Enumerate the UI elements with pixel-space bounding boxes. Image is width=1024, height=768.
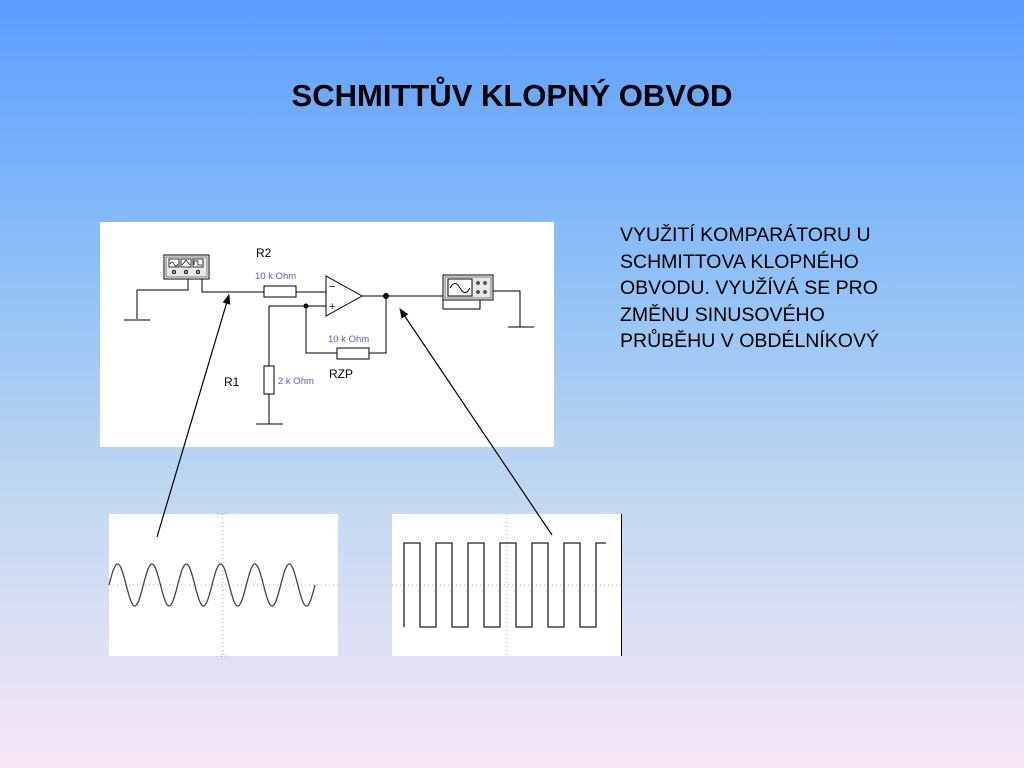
input-waveform-scope <box>108 513 338 657</box>
r1-label: R1 <box>224 375 240 389</box>
output-waveform-scope <box>392 514 622 656</box>
wire-ground-left <box>136 277 189 319</box>
r2-value: 10 k Ohm <box>255 271 296 282</box>
opamp-triangle <box>325 275 364 317</box>
r1-value: 2 k Ohm <box>278 376 314 387</box>
rzp-value: 10 k Ohm <box>328 334 369 345</box>
wire-input <box>201 279 264 293</box>
junction-output <box>383 293 389 299</box>
description-line: ZMĚNU SINUSOVÉHO <box>620 303 825 326</box>
wire-feedback <box>369 296 387 354</box>
opamp-plus-label: + <box>329 301 335 313</box>
sine-waveform <box>108 563 316 607</box>
description-line: SCHMITTOVA KLOPNÉHO <box>620 250 859 273</box>
r2-label: R2 <box>256 246 272 260</box>
square-waveform <box>403 542 606 628</box>
sine-svg <box>108 513 338 657</box>
resistor-r1 <box>263 365 275 395</box>
resistor-r2 <box>263 285 297 298</box>
square-svg <box>392 514 622 656</box>
description-line: OBVODU. VYUŽÍVÁ SE PRO <box>620 277 878 299</box>
wire-scope-ground <box>493 290 521 327</box>
function-generator-icon <box>163 254 210 280</box>
description-line: VYUŽITÍ KOMPARÁTORU U <box>620 224 871 246</box>
slide-title: SCHMITTŮV KLOPNÝ OBVOD <box>291 78 733 113</box>
circuit-diagram: R2 10 k Ohm 10 k Ohm RZP R1 2 k Ohm − + <box>100 222 554 447</box>
junction-plus <box>303 303 309 309</box>
wire-feedback-plus <box>305 305 337 354</box>
slide-description: VYUŽITÍ KOMPARÁTORU U SCHMITTOVA KLOPNÉH… <box>620 222 940 355</box>
rzp-label: RZP <box>329 367 353 381</box>
opamp-minus-label: − <box>329 281 335 293</box>
resistor-rzp <box>336 347 370 360</box>
circuit-svg: R2 10 k Ohm 10 k Ohm RZP R1 2 k Ohm − + <box>124 246 534 425</box>
oscilloscope-icon <box>442 274 494 310</box>
description-line: PRŮBĚHU V OBDÉLNÍKOVÝ <box>620 330 879 352</box>
